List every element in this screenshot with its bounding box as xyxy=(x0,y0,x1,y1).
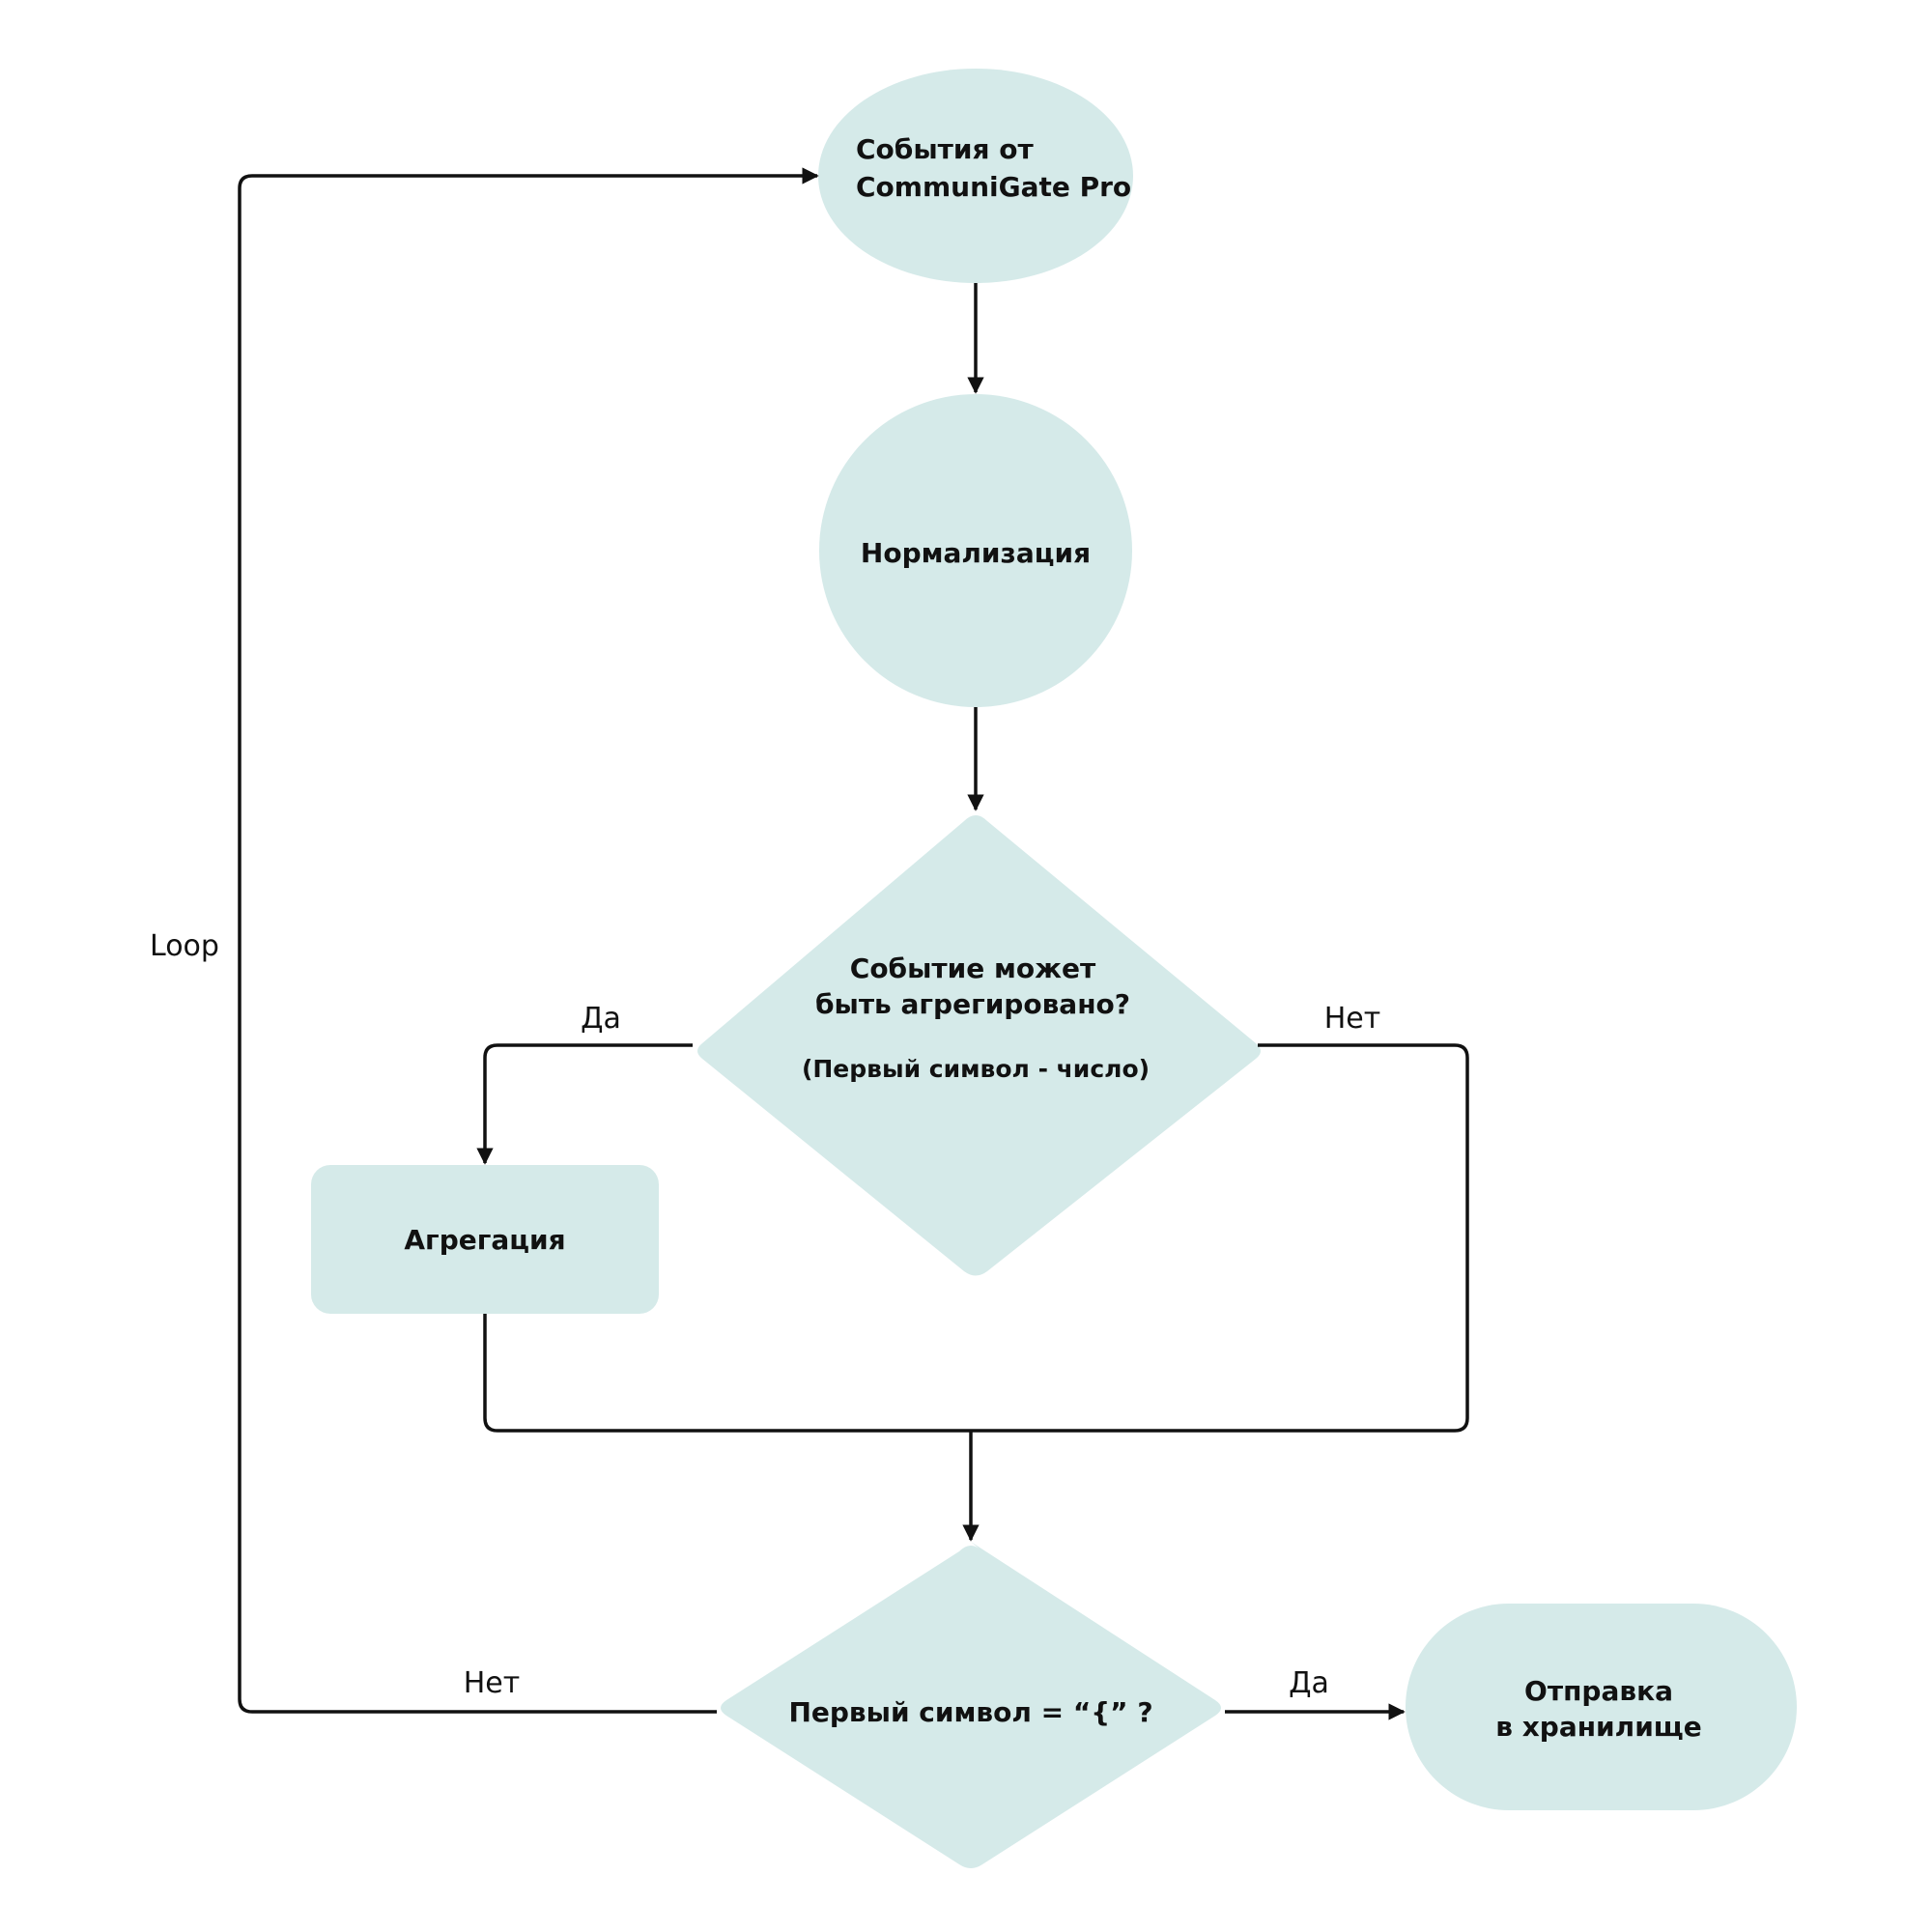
aggregate-label: Агрегация xyxy=(404,1224,565,1256)
decision-aggregatable-label-line1: Событие может xyxy=(850,952,1096,984)
decision-aggregatable-node xyxy=(697,811,1261,1276)
start-label-line2: CommuniGate Pro xyxy=(856,171,1131,203)
edge-decision-no-to-merge xyxy=(1258,1043,1469,1433)
start-node xyxy=(818,69,1133,283)
normalize-node xyxy=(819,394,1132,707)
decision-aggregatable-note: (Первый символ - число) xyxy=(802,1055,1150,1083)
start-label-line1: События от xyxy=(856,133,1034,165)
edge-aggregate-to-merge xyxy=(483,1314,1455,1433)
send-label-line1: Отправка xyxy=(1524,1675,1673,1707)
send-label-line2: в хранилище xyxy=(1495,1711,1702,1743)
normalize-label: Нормализация xyxy=(861,537,1091,569)
aggregate-node xyxy=(311,1165,659,1314)
edge-label-loop: Loop xyxy=(150,929,219,963)
edge-decision-yes-to-aggregate xyxy=(476,1043,693,1165)
edge-label-decision1-no: Нет xyxy=(1324,1002,1381,1036)
edge-label-decision2-no: Нет xyxy=(464,1666,521,1700)
edge-label-decision1-yes: Да xyxy=(581,1002,621,1036)
edge-decision-brace-no-loop xyxy=(238,167,819,1714)
decision-brace-label: Первый символ = “{” ? xyxy=(788,1696,1152,1728)
edge-label-decision2-yes: Да xyxy=(1289,1666,1329,1700)
decision-aggregatable-label-line2: быть агрегировано? xyxy=(815,988,1130,1020)
send-to-storage-node xyxy=(1406,1604,1797,1810)
decision-brace-node xyxy=(721,1542,1221,1868)
